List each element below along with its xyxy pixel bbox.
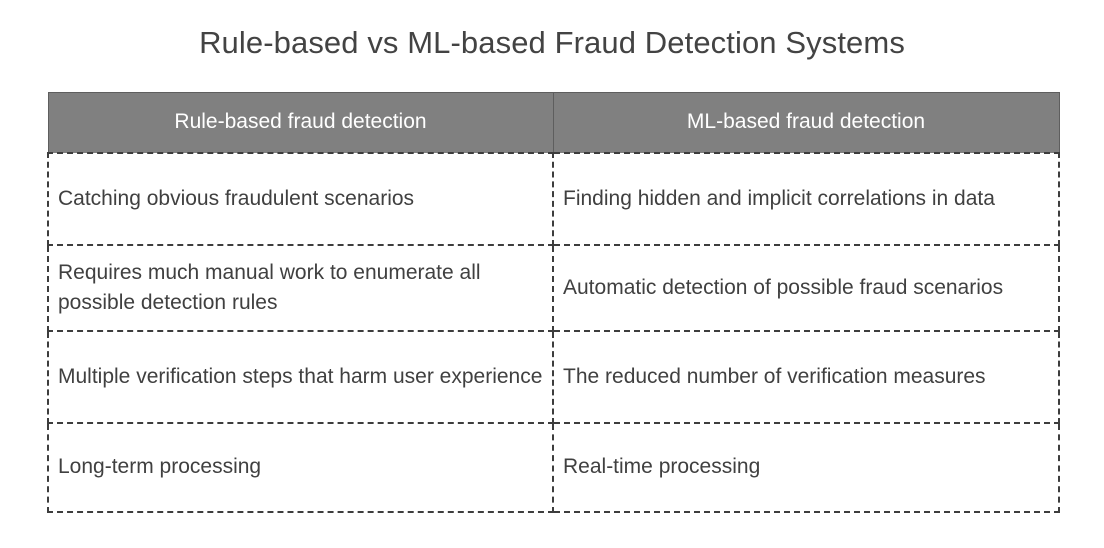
cell-text: Long-term processing	[58, 455, 262, 478]
cell-text: Finding hidden and implicit correlations…	[563, 186, 995, 210]
table-row: Catching obvious fraudulent scenarios Fi…	[47, 151, 1060, 246]
column-header-rule-based: Rule-based fraud detection	[47, 92, 554, 153]
cell-ml-based-1: Finding hidden and implicit correlations…	[552, 151, 1060, 246]
table-row: Multiple verification steps that harm us…	[47, 329, 1060, 424]
fraud-detection-comparison-table: Rule-based fraud detection ML-based frau…	[47, 92, 1060, 513]
column-header-ml-based: ML-based fraud detection	[552, 92, 1060, 153]
table-row: Requires much manual work to enumerate a…	[47, 243, 1060, 332]
cell-text: Requires much manual work to enumerate a…	[58, 260, 481, 314]
table-row: Long-term processing Real-time processin…	[47, 421, 1060, 513]
cell-text: The reduced number of verification measu…	[563, 364, 986, 388]
cell-ml-based-3: The reduced number of verification measu…	[552, 329, 1060, 424]
cell-text: Real-time processing	[563, 455, 761, 478]
table-body: Catching obvious fraudulent scenarios Fi…	[47, 151, 1060, 513]
page-title: Rule-based vs ML-based Fraud Detection S…	[199, 25, 905, 60]
cell-rule-based-3: Multiple verification steps that harm us…	[47, 329, 554, 424]
cell-rule-based-2: Requires much manual work to enumerate a…	[47, 243, 554, 332]
cell-ml-based-2: Automatic detection of possible fraud sc…	[552, 243, 1060, 332]
table-header: Rule-based fraud detection ML-based frau…	[47, 92, 1060, 153]
table-header-row: Rule-based fraud detection ML-based frau…	[47, 92, 1060, 153]
cell-ml-based-4: Real-time processing	[552, 421, 1060, 513]
cell-rule-based-1: Catching obvious fraudulent scenarios	[47, 151, 554, 246]
cell-text: Automatic detection of possible fraud sc…	[563, 275, 1004, 299]
cell-text: Multiple verification steps that harm us…	[58, 364, 543, 388]
cell-text: Catching obvious fraudulent scenarios	[58, 186, 415, 210]
cell-rule-based-4: Long-term processing	[47, 421, 554, 513]
